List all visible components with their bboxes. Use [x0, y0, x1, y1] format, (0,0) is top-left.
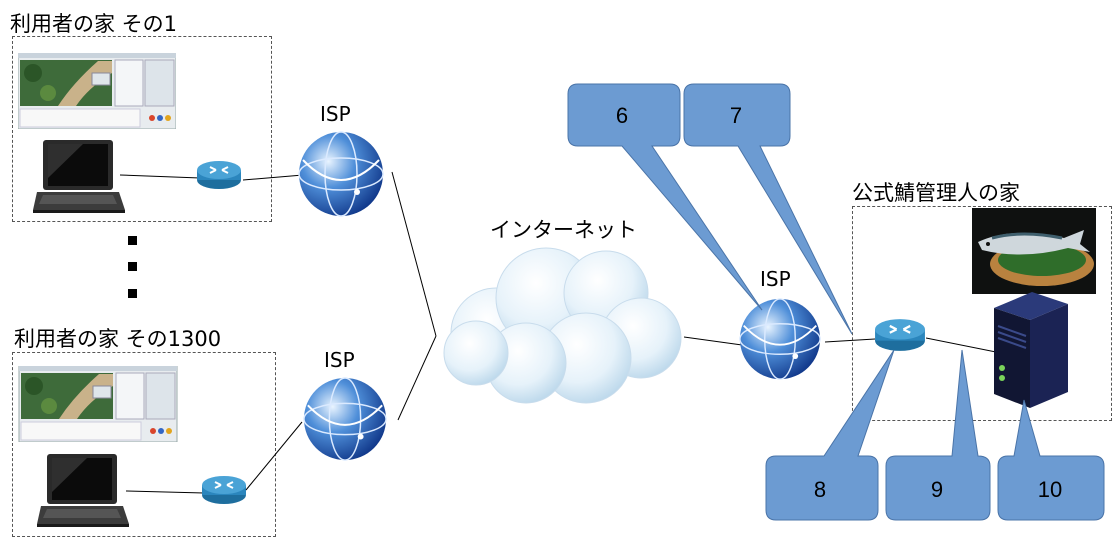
game-screenshot-thumbnail: [18, 53, 176, 129]
callout-9: 9: [885, 349, 991, 521]
game-screenshot-thumbnail: [18, 366, 178, 442]
ellipsis-dot: [128, 262, 137, 271]
callout-6: 6: [567, 83, 763, 311]
callout-7-label: 7: [730, 103, 742, 128]
globe-icon: [298, 131, 384, 217]
house-1300-uplink: [245, 421, 303, 491]
house-1-box: [12, 36, 272, 222]
internet-label: インターネット: [490, 218, 637, 242]
house-1300-title: 利用者の家 その1300: [14, 327, 222, 351]
callout-6-label: 6: [616, 103, 628, 128]
callout-8-label: 8: [814, 477, 826, 502]
cloud-icon: [443, 247, 682, 404]
house-1-link: [120, 174, 200, 179]
ellipsis-dot: [128, 236, 137, 245]
callout-7: 7: [683, 83, 853, 335]
isp-label: ISP: [320, 102, 351, 126]
admin-house-title: 公式鯖管理人の家: [852, 181, 1020, 205]
isp-to-router-link: [825, 338, 875, 343]
globe-icon: [303, 377, 387, 461]
internet-to-isp-link: [684, 336, 742, 346]
router-icon: [202, 476, 246, 504]
laptop-icon: [33, 140, 125, 213]
globe-icon: [739, 298, 821, 380]
callout-10-label: 10: [1038, 477, 1062, 502]
isp-to-internet-links: [391, 171, 437, 421]
callout-8: 8: [765, 349, 895, 521]
callout-9-label: 9: [931, 477, 943, 502]
house-1-title: 利用者の家 その1: [10, 12, 178, 36]
admin-house-box: [852, 206, 1112, 421]
laptop-icon: [37, 454, 129, 527]
callout-10: 10: [997, 399, 1105, 521]
isp-label: ISP: [760, 267, 791, 291]
house-1300-link: [126, 490, 204, 494]
house-1-uplink: [243, 174, 303, 181]
house-1300-box: [12, 352, 276, 537]
ellipsis-dot: [128, 289, 137, 298]
router-icon: [875, 319, 925, 351]
mackerel-photo: [972, 208, 1096, 294]
server-icon: [994, 292, 1068, 408]
isp-label: ISP: [324, 348, 355, 372]
router-icon: [197, 161, 241, 189]
router-to-server-link: [926, 337, 996, 353]
